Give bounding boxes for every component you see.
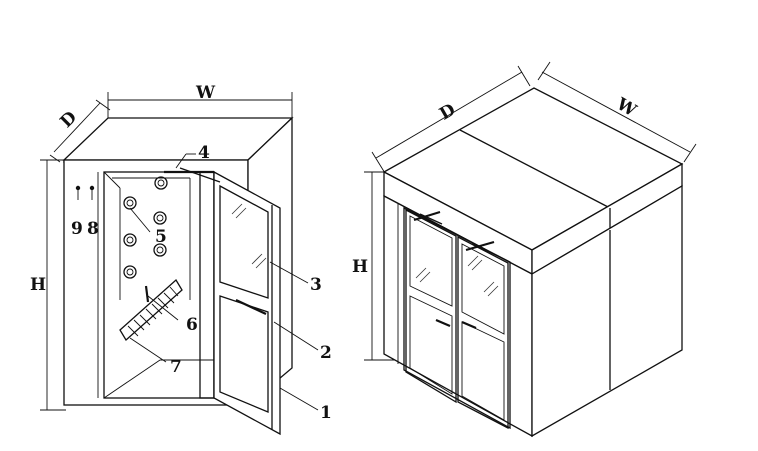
left-dim-height-label: H [30, 275, 46, 295]
callout-7: 7 [170, 357, 182, 377]
open-door [164, 167, 281, 436]
right-dim-height-label: H [352, 257, 368, 277]
right-view: D W H [352, 61, 697, 438]
callout-6: 6 [186, 315, 198, 335]
callout-1: 1 [320, 403, 332, 423]
right-cabinet [382, 87, 684, 438]
callout-5: 5 [155, 227, 167, 247]
callout-4: 4 [198, 143, 210, 163]
return-air-grille [119, 278, 183, 342]
left-dim-height: H [30, 159, 66, 411]
callout-8: 8 [87, 219, 99, 239]
left-dim-width-label: W [195, 83, 216, 103]
right-dim-width-label: W [612, 94, 640, 122]
callout-9: 9 [71, 219, 83, 239]
callout-2: 2 [320, 343, 332, 363]
double-doors [405, 208, 509, 430]
air-nozzles [123, 176, 168, 279]
left-view: W D H [30, 83, 332, 436]
indicator-lights [75, 185, 95, 200]
callout-3: 3 [310, 275, 322, 295]
leader-lines [129, 153, 319, 411]
left-dim-depth-label: D [57, 107, 82, 132]
left-dim-width: W [107, 83, 293, 118]
right-dim-height: H [352, 171, 408, 361]
